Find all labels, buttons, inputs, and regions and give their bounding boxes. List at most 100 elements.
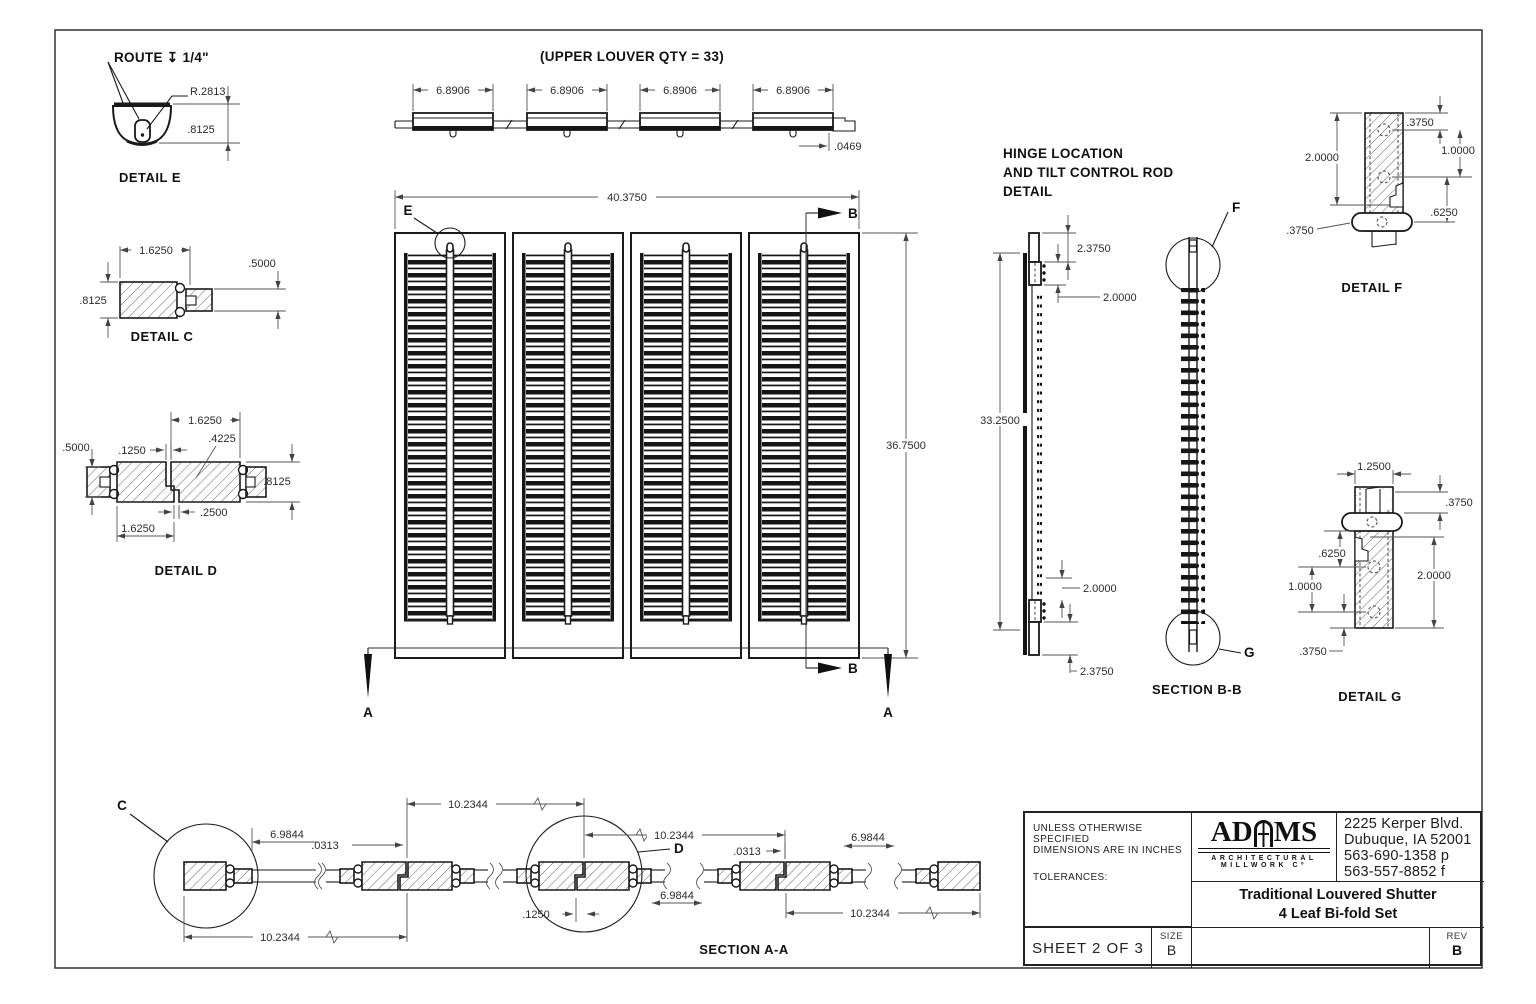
sheet-size: SIZE B xyxy=(1152,927,1192,968)
bottom-offset-dim: .3750 xyxy=(1299,646,1327,658)
address-line: 2225 Kerper Blvd. xyxy=(1344,816,1464,832)
tongue-dim: .5000 xyxy=(62,442,90,454)
detail-f-callout: F xyxy=(1232,200,1240,215)
detail-c-caption: DETAIL C xyxy=(131,329,194,344)
shutter-leaf xyxy=(512,232,624,659)
height-dim: 2.0000 xyxy=(1305,152,1339,164)
hinge-title: HINGE LOCATION xyxy=(1003,146,1123,161)
detail-g-callout: G xyxy=(1244,645,1255,660)
hinge-location-view: HINGE LOCATION AND TILT CONTROL ROD DETA… xyxy=(973,146,1174,678)
rev-value: B xyxy=(1451,942,1463,958)
end-dim: .0469 xyxy=(834,141,862,153)
detail-c-callout: C xyxy=(117,798,127,813)
shutter-leaf xyxy=(394,232,506,659)
top-width-dim: 1.6250 xyxy=(188,415,222,427)
shutter-leaf xyxy=(748,232,860,659)
sheet-number: SHEET 2 OF 3 xyxy=(1025,927,1152,968)
spec-notes: UNLESS OTHERWISE SPECIFIED DIMENSIONS AR… xyxy=(1025,813,1192,927)
step-dim: .4225 xyxy=(208,433,236,445)
hinge-bottom-dim: 2.0000 xyxy=(1083,583,1117,595)
leaf-width-dim: 10.2344 xyxy=(448,799,488,811)
logo-subtitle: MILLWORK Cº xyxy=(1220,862,1308,869)
section-b-label: B xyxy=(848,206,858,221)
logo-text-left: AD xyxy=(1210,816,1253,848)
seg-dim: 6.8906 xyxy=(663,85,697,97)
bottom-width-dim: 1.6250 xyxy=(121,523,155,535)
address-line: Dubuque, IA 52001 xyxy=(1344,832,1472,849)
detail-d-caption: DETAIL D xyxy=(155,563,218,578)
detail-e-caption: DETAIL E xyxy=(119,170,181,185)
height-dim: .8125 xyxy=(79,295,107,307)
louver-dims: 6.8906 6.8906 6.8906 6.8906 .0469 xyxy=(412,84,862,153)
detail-c-view: 1.6250 .5000 .8125 DETAIL C xyxy=(79,244,286,344)
leaf-width-dim: 10.2344 xyxy=(260,932,300,944)
address-line: 563-690-1358 p xyxy=(1344,848,1450,865)
detail-d-callout: D xyxy=(674,841,684,856)
seg-dim: 6.8906 xyxy=(776,85,810,97)
empty-cell xyxy=(1192,927,1430,968)
gap-dim: .0313 xyxy=(311,840,339,852)
title-block: UNLESS OTHERWISE SPECIFIED DIMENSIONS AR… xyxy=(1023,811,1484,968)
rev-label: REV xyxy=(1446,931,1468,942)
lap-dim: .2500 xyxy=(200,507,228,519)
louver-dim: 6.9844 xyxy=(851,832,885,844)
leaf-width-dim: 10.2344 xyxy=(850,908,890,920)
route-note: ROUTE ↧ 1/4" xyxy=(114,50,209,65)
address-line: 563-557-8852 f xyxy=(1344,864,1446,881)
company-address: 2225 Kerper Blvd. Dubuque, IA 52001 563-… xyxy=(1337,813,1484,882)
louver-segments xyxy=(412,112,834,138)
gap-dim: .1250 xyxy=(118,445,146,457)
width-dim: 40.3750 xyxy=(607,192,647,204)
top-offset-dim: .3750 xyxy=(1406,117,1434,129)
overall-dim: 33.2500 xyxy=(980,415,1020,427)
company-logo: AD MS ARCHITECTURAL MILLWORK Cº xyxy=(1192,813,1337,882)
section-bb-view: F G SECTION B-B xyxy=(1152,200,1255,697)
size-value: B xyxy=(1166,942,1177,958)
spec-line: DIMENSIONS ARE IN INCHES xyxy=(1033,845,1183,856)
logo-wordmark: AD MS xyxy=(1192,817,1336,847)
detail-e-callout: E xyxy=(403,203,412,218)
hinge-title: DETAIL xyxy=(1003,184,1053,199)
section-b-label: B xyxy=(848,661,858,676)
lower-offset-dim: .6250 xyxy=(1430,207,1458,219)
seg-dim: 6.8906 xyxy=(436,85,470,97)
louver-dim: 6.9844 xyxy=(660,890,694,902)
radius-dim: R.2813 xyxy=(190,86,225,98)
seg-dim: 6.8906 xyxy=(550,85,584,97)
section-a-label: A xyxy=(883,705,893,720)
detail-d-view: .5000 .1250 1.6250 .4225 .8125 .2500 1.6… xyxy=(62,412,300,578)
detail-f-view: 2.0000 .3750 1.0000 .6250 .3750 DETAIL F xyxy=(1286,96,1479,295)
revision: REV B xyxy=(1430,927,1484,968)
height-dim: .8125 xyxy=(263,476,291,488)
hinge-top-dim: 2.0000 xyxy=(1103,292,1137,304)
shutter-leaf xyxy=(630,232,742,659)
elevation-dims: 40.3750 36.7500 E B B A A xyxy=(363,190,935,720)
height-dim: 2.0000 xyxy=(1417,570,1451,582)
section-aa-caption: SECTION A-A xyxy=(699,942,789,957)
leaf-width-dim: 10.2344 xyxy=(654,830,694,842)
shutter-elevation: 40.3750 36.7500 E B B A A xyxy=(363,190,935,720)
drawing-title-line: 4 Leaf Bi-fold Set xyxy=(1278,905,1398,922)
size-label: SIZE xyxy=(1159,931,1184,942)
sheet-border xyxy=(54,29,1483,969)
hinge-title: AND TILT CONTROL ROD xyxy=(1003,165,1174,180)
height-dim: 36.7500 xyxy=(886,440,926,452)
width-dim: 1.2500 xyxy=(1357,461,1391,473)
spec-line: UNLESS OTHERWISE SPECIFIED xyxy=(1033,823,1143,845)
hole-spacing-dim: 1.0000 xyxy=(1288,581,1322,593)
logo-divider xyxy=(1198,848,1330,853)
tongue-dim: .5000 xyxy=(248,258,276,270)
section-aa-view: C D 6.9844 .0313 10.2344 10.2344 .1250 6… xyxy=(117,796,981,957)
detail-e-view: ROUTE ↧ 1/4" R.2813 .8125 DETAIL E xyxy=(107,50,240,185)
upper-louver-strip: (UPPER LOUVER QTY = 33) xyxy=(394,49,862,153)
section-bb-caption: SECTION B-B xyxy=(1152,682,1242,697)
height-dim: .8125 xyxy=(187,124,215,136)
upper-louver-note: (UPPER LOUVER QTY = 33) xyxy=(540,49,724,64)
logo-subtitle: ARCHITECTURAL xyxy=(1211,855,1317,862)
hole-spacing-dim: 1.0000 xyxy=(1441,145,1475,157)
logo-text-right: MS xyxy=(1273,816,1318,848)
drawing-title-line: Traditional Louvered Shutter xyxy=(1239,887,1437,904)
tolerances-label: TOLERANCES: xyxy=(1033,872,1108,883)
